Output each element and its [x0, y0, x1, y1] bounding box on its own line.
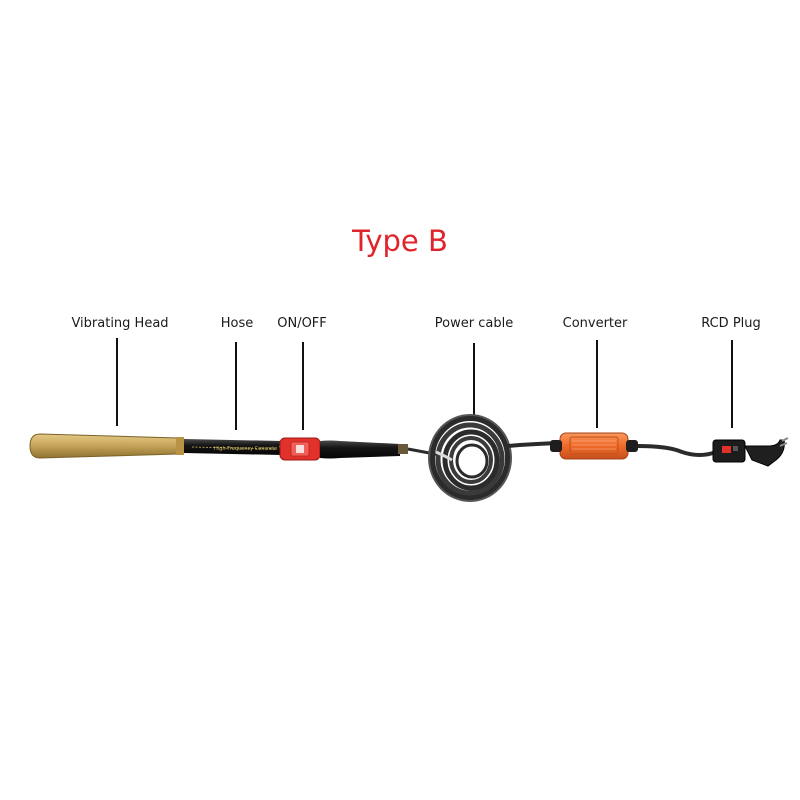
label-converter: Converter [562, 316, 628, 331]
on-off-switch [279, 437, 321, 461]
power-cable-coil [428, 414, 512, 502]
hose: High-Frequency Concrete Vibrator [184, 439, 300, 455]
hose-rear-section [320, 440, 408, 459]
label-hose: Hose [220, 316, 254, 331]
label-rcd-plug: RCD Plug [701, 316, 761, 331]
leader-line-converter [596, 340, 598, 428]
leader-line-hose [235, 342, 237, 430]
leader-line-rcd-plug [731, 340, 733, 428]
leader-line-on-off [302, 342, 304, 430]
leader-line-power-cable [473, 343, 475, 417]
label-on-off: ON/OFF [277, 316, 327, 331]
rcd-plug [712, 437, 789, 467]
label-power-cable: Power cable [434, 316, 514, 331]
leader-line-vibrating-head [116, 338, 118, 426]
vibrating-head [29, 433, 184, 459]
cable-segment-3 [637, 444, 717, 457]
label-vibrating-head: Vibrating Head [71, 316, 169, 331]
page-title: Type B [352, 224, 448, 258]
converter [550, 432, 638, 460]
hose-print: High-Frequency Concrete Vibrator [214, 446, 300, 452]
